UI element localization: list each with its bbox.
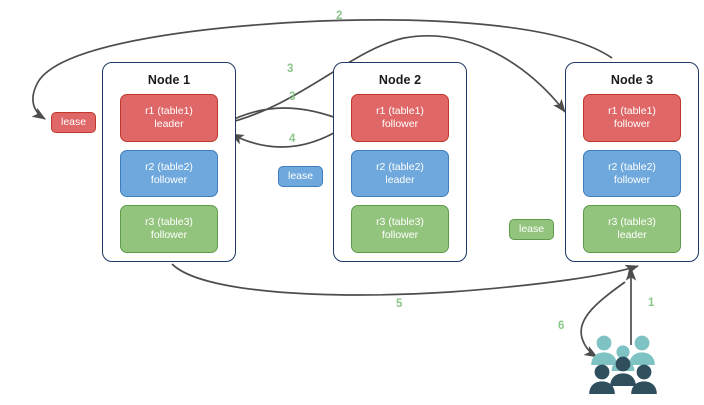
node-2-title: Node 2 <box>378 73 422 87</box>
node-3-replica-r2-role: follower <box>613 173 651 186</box>
arrow-step-5 <box>171 263 639 296</box>
node-3-container[interactable]: Node 3 r1 (table1) follower r2 (table2) … <box>565 62 699 262</box>
node-1-container[interactable]: Node 1 r1 (table1) leader r2 (table2) fo… <box>102 62 236 262</box>
node-1-replica-r1[interactable]: r1 (table1) leader <box>120 94 218 142</box>
node-3-replica-r3-role: leader <box>617 229 647 242</box>
step-label-3b: 3 <box>289 91 296 103</box>
node-1-replica-r3-role: follower <box>150 229 188 242</box>
node-2-replica-r3-role: follower <box>381 229 419 242</box>
node-3-replica-r3-range: r3 (table3) <box>608 216 656 229</box>
lease-badge-r3[interactable]: lease <box>509 219 555 240</box>
node-3-replica-r2-range: r2 (table2) <box>608 160 656 173</box>
step-label-5: 5 <box>396 298 403 310</box>
node-2-replica-r2-role: leader <box>385 173 415 186</box>
step-label-6: 6 <box>558 320 565 332</box>
node-3-title: Node 3 <box>610 73 654 87</box>
node-1-replica-r2-role: follower <box>150 173 188 186</box>
node-3-replica-r1-role: follower <box>613 117 651 130</box>
node-2-replica-r1[interactable]: r1 (table1) follower <box>351 94 449 142</box>
node-2-replica-r3-range: r3 (table3) <box>376 216 424 229</box>
node-3-replica-r1[interactable]: r1 (table1) follower <box>583 94 681 142</box>
node-3-replica-r3[interactable]: r3 (table3) leader <box>583 205 681 254</box>
lease-badge-r1[interactable]: lease <box>51 112 97 133</box>
node-2-replica-r2-range: r2 (table2) <box>376 160 424 173</box>
node-2-replica-r1-range: r1 (table1) <box>376 104 424 117</box>
step-label-4: 4 <box>289 133 296 145</box>
node-1-replica-r2-range: r2 (table2) <box>145 160 193 173</box>
node-1-replica-r3[interactable]: r3 (table3) follower <box>120 205 218 254</box>
step-label-3a: 3 <box>287 63 294 75</box>
arrow-step-3-to-node2 <box>223 107 348 125</box>
node-2-replica-r1-role: follower <box>381 117 419 130</box>
node-3-replica-r2[interactable]: r2 (table2) follower <box>583 149 681 198</box>
node-3-replica-r1-range: r1 (table1) <box>608 104 656 117</box>
step-label-2: 2 <box>336 10 343 22</box>
node-1-replica-r1-role: leader <box>154 117 184 130</box>
users-icon <box>589 335 657 394</box>
node-2-container[interactable]: Node 2 r1 (table1) follower r2 (table2) … <box>333 62 467 262</box>
node-1-replica-r2[interactable]: r2 (table2) follower <box>120 149 218 198</box>
node-1-title: Node 1 <box>147 73 191 87</box>
node-2-replica-r2[interactable]: r2 (table2) leader <box>351 149 449 198</box>
step-label-1: 1 <box>648 297 655 309</box>
node-1-replica-r1-range: r1 (table1) <box>145 104 193 117</box>
node-1-replica-r3-range: r3 (table3) <box>145 216 193 229</box>
node-2-replica-r3[interactable]: r3 (table3) follower <box>351 205 449 254</box>
lease-badge-r2[interactable]: lease <box>278 166 324 187</box>
